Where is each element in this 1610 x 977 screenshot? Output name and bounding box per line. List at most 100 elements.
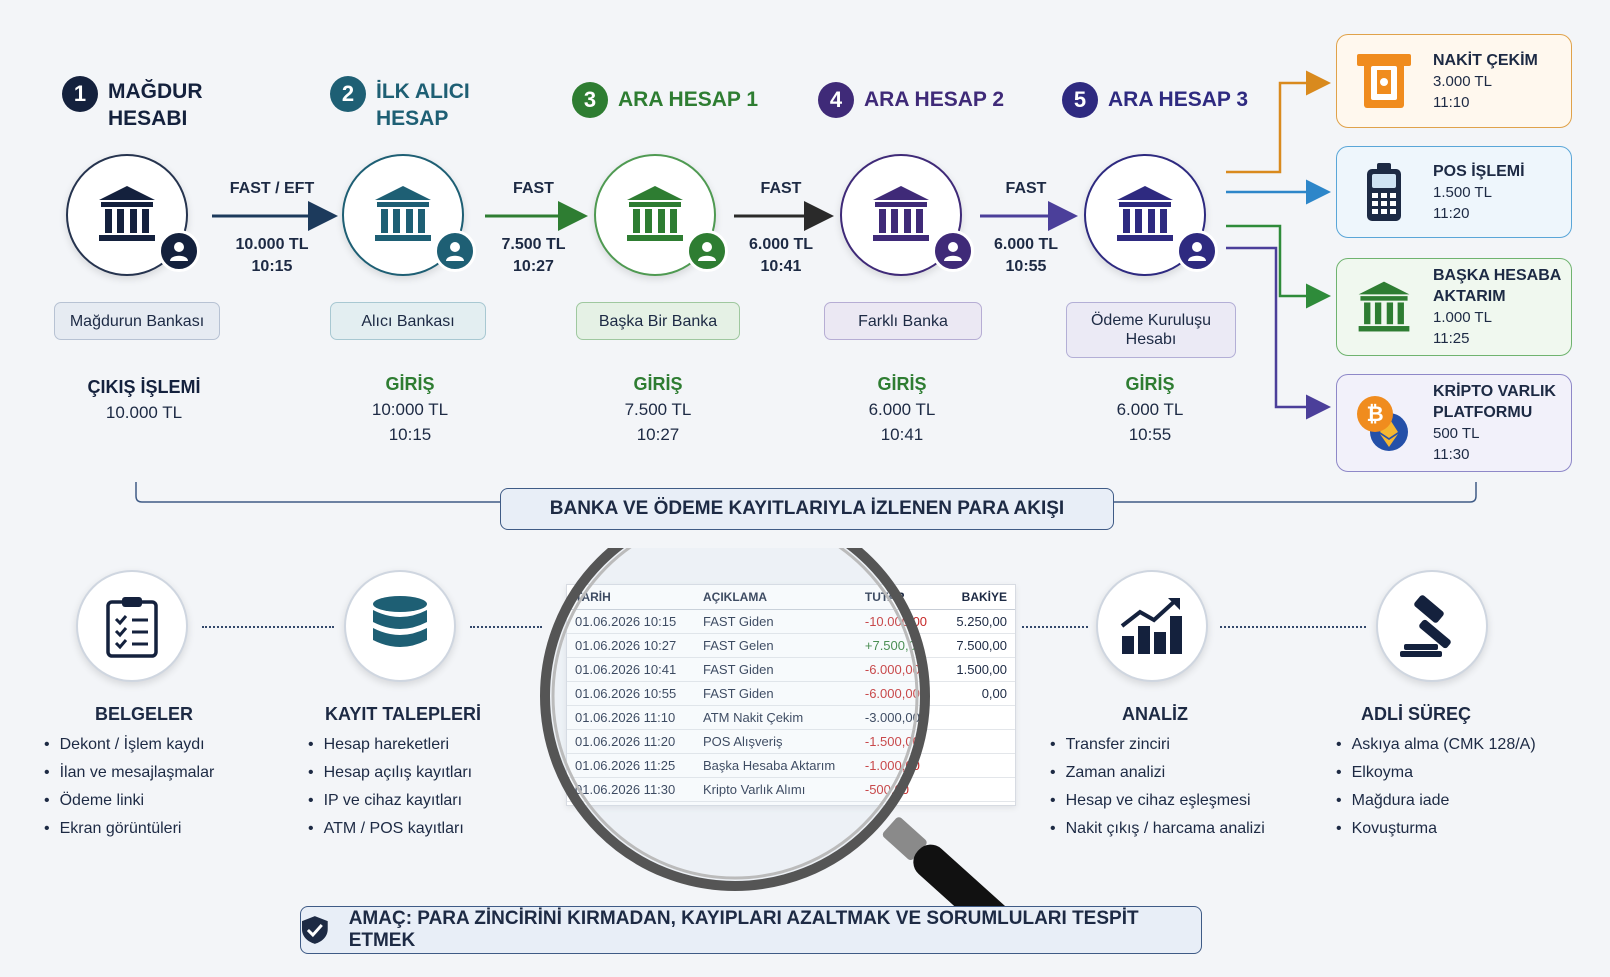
documents-title: BELGELER bbox=[94, 704, 193, 724]
transfer-2-amount: 7.500 TL bbox=[501, 236, 566, 253]
outflow-crypto-amount: 500 TL bbox=[1433, 425, 1480, 442]
records-title: KAYIT TALEPLERİ bbox=[324, 704, 481, 724]
table-cell-balance: 0,00 bbox=[942, 681, 1015, 706]
connector-3 bbox=[1022, 626, 1088, 628]
flow-arrows bbox=[212, 70, 1331, 420]
step-2-transaction-amount: 10:000 TL bbox=[371, 400, 449, 419]
outflow-card-crypto: ₿ KRİPTO VARLIK PLATFORMU 500 TL 11:30 bbox=[1336, 374, 1572, 472]
transfer-4-method: FAST bbox=[1005, 180, 1047, 197]
step-4-transaction-amount: 6.000 TL bbox=[868, 400, 936, 419]
step-2-transaction-type: GİRİŞ bbox=[385, 374, 435, 394]
gavel-icon bbox=[1400, 595, 1451, 657]
shield-check-icon bbox=[301, 916, 328, 944]
documents-column: BELGELER Dekont / İşlem kaydı İlan ve me… bbox=[44, 704, 244, 843]
analysis-circle bbox=[1096, 570, 1208, 682]
step-3-bank-label: Başka Bir Banka bbox=[576, 302, 740, 340]
step-1-number: 1 bbox=[62, 76, 98, 112]
transfer-1-method: FAST / EFT bbox=[229, 180, 315, 197]
step-5-header: 5 ARA HESAP 3 bbox=[1062, 82, 1248, 118]
step-1-bank-label: Mağdurun Bankası bbox=[54, 302, 220, 340]
documents-circle bbox=[76, 570, 188, 682]
bank-icon bbox=[1358, 281, 1410, 332]
step-3-bank-circle bbox=[594, 154, 728, 276]
outflow-crypto-time: 11:30 bbox=[1433, 446, 1470, 463]
outflow-transfer-time: 11:25 bbox=[1433, 330, 1470, 347]
magnifier-icon bbox=[540, 548, 1065, 908]
step-4-transaction: GİRİŞ 6.000 TL 10:41 bbox=[812, 372, 992, 447]
svg-text:₿: ₿ bbox=[1366, 403, 1383, 426]
flow-banner: BANKA VE ÖDEME KAYITLARIYLA İZLENEN PARA… bbox=[500, 488, 1114, 530]
step-2-bank-label: Alıcı Bankası bbox=[330, 302, 486, 340]
transfer-2-time: 10:27 bbox=[513, 258, 554, 275]
step-5-transaction-amount: 6.000 TL bbox=[1116, 400, 1184, 419]
step-1-title-line2: HESABI bbox=[108, 107, 188, 130]
step-4-bank-label: Farklı Banka bbox=[824, 302, 982, 340]
table-cell-description: Kripto Varlık Alımı bbox=[695, 777, 857, 802]
list-item: İlan ve mesajlaşmalar bbox=[44, 759, 244, 787]
table-cell-date: 01.06.2026 11:25 bbox=[567, 753, 695, 778]
table-cell-date: 01.06.2026 11:10 bbox=[567, 705, 695, 730]
table-cell-description: FAST Giden bbox=[695, 681, 857, 706]
table-cell-date: 01.06.2026 10:27 bbox=[567, 633, 695, 658]
arrow-out-transfer bbox=[1226, 224, 1331, 309]
step-1-transaction-type: ÇIKIŞ İŞLEMİ bbox=[87, 377, 201, 397]
outflow-transfer-title-line2: AKTARIM bbox=[1433, 288, 1506, 305]
bank-icon bbox=[627, 186, 683, 241]
list-item: Elkoyma bbox=[1336, 759, 1566, 787]
list-item: IP ve cihaz kayıtları bbox=[308, 787, 498, 815]
judicial-column: ADLİ SÜREÇ Askıya alma (CMK 128/A) Elkoy… bbox=[1336, 704, 1566, 843]
step-4-transaction-type: GİRİŞ bbox=[877, 374, 927, 394]
transfer-3-method: FAST bbox=[760, 180, 802, 197]
list-item: Hesap açılış kayıtları bbox=[308, 759, 498, 787]
database-icon bbox=[373, 596, 427, 647]
judicial-list: Askıya alma (CMK 128/A) Elkoyma Mağdura … bbox=[1336, 731, 1566, 843]
user-icon bbox=[932, 230, 974, 272]
table-cell-date: 01.06.2026 10:41 bbox=[567, 657, 695, 682]
list-item: Nakit çıkış / harcama analizi bbox=[1050, 815, 1290, 843]
pos-terminal-icon bbox=[1367, 163, 1401, 221]
records-circle bbox=[344, 570, 456, 682]
documents-list: Dekont / İşlem kaydı İlan ve mesajlaşmal… bbox=[44, 731, 244, 843]
col-balance: BAKİYE bbox=[942, 585, 1015, 610]
list-item: Ödeme linki bbox=[44, 787, 244, 815]
table-cell-description: FAST Giden bbox=[695, 609, 857, 634]
list-item: Hesap hareketleri bbox=[308, 731, 498, 759]
connector-4 bbox=[1220, 626, 1366, 628]
table-row: 01.06.2026 11:25Başka Hesaba Aktarım-1.0… bbox=[567, 753, 1015, 778]
user-icon bbox=[1176, 230, 1218, 272]
table-cell-description: FAST Giden bbox=[695, 657, 857, 682]
step-5-transaction: GİRİŞ 6.000 TL 10:55 bbox=[1060, 372, 1240, 447]
analysis-column: ANALİZ Transfer zinciri Zaman analizi He… bbox=[1050, 704, 1290, 843]
bank-icon bbox=[99, 186, 155, 241]
clipboard-icon bbox=[106, 597, 158, 658]
step-2-title-line2: HESAP bbox=[376, 107, 449, 130]
transfer-1-time: 10:15 bbox=[251, 258, 293, 275]
table-cell-balance: 5.250,00 bbox=[942, 609, 1015, 634]
arrow-out-crypto bbox=[1226, 246, 1331, 420]
table-cell-balance: 1.500,00 bbox=[942, 657, 1015, 682]
step-3-transaction: GİRİŞ 7.500 TL 10:27 bbox=[568, 372, 748, 447]
table-cell-date: 01.06.2026 11:20 bbox=[567, 729, 695, 754]
outflow-card-cash: NAKİT ÇEKİM 3.000 TL 11:10 bbox=[1336, 34, 1572, 128]
connector-2 bbox=[470, 626, 542, 628]
table-cell-date: 01.06.2026 11:30 bbox=[567, 777, 695, 802]
table-cell-balance bbox=[942, 777, 1015, 802]
table-cell-description: ATM Nakit Çekim bbox=[695, 705, 857, 730]
step-3-transaction-time: 10:27 bbox=[636, 425, 680, 444]
judicial-title: ADLİ SÜREÇ bbox=[1360, 704, 1471, 724]
outflow-crypto-title-line2: PLATFORMU bbox=[1433, 404, 1533, 421]
list-item: Mağdura iade bbox=[1336, 787, 1566, 815]
analysis-list: Transfer zinciri Zaman analizi Hesap ve … bbox=[1050, 731, 1290, 843]
step-5-bank-label-line1: Ödeme Kuruluşu bbox=[1090, 312, 1212, 329]
bank-icon bbox=[375, 186, 431, 241]
step-5-transaction-time: 10:55 bbox=[1128, 425, 1172, 444]
step-5-bank-label: Ödeme Kuruluşu Hesabı bbox=[1066, 302, 1236, 358]
step-1-header: 1 MAĞDUR HESABI bbox=[62, 76, 203, 132]
table-cell-amount: -1.500,00 bbox=[856, 729, 943, 754]
step-4-bank-circle bbox=[840, 154, 974, 276]
outflow-pos-time: 11:20 bbox=[1433, 204, 1470, 222]
outflow-card-transfer: BAŞKA HESABA AKTARIM 1.000 TL 11:25 bbox=[1336, 258, 1572, 356]
step-2-header: 2 İLK ALICI HESAP bbox=[330, 76, 470, 132]
step-5-number: 5 bbox=[1062, 82, 1098, 118]
